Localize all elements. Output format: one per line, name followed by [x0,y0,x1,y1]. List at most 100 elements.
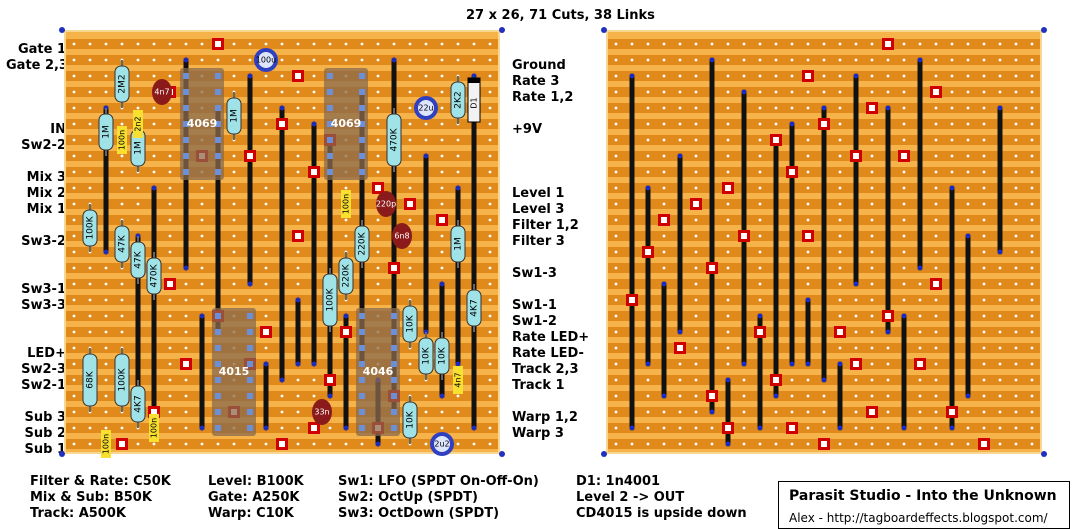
cut-side-hole [758,138,762,142]
cut-side-hole [694,138,698,142]
cut-side-hole [742,74,746,78]
cut-side-hole [998,330,1002,334]
ic-pin [215,409,221,415]
right-label: Sw1-1 [512,298,557,313]
component-side-hole [232,170,236,174]
component-side-hole [88,42,92,46]
component-side-hole [440,234,444,238]
component-side-hole [168,426,172,430]
ic-pin [359,345,365,351]
track-cut-center [629,297,635,303]
cut-side-hole [646,58,650,62]
cut-side-hole [870,58,874,62]
component-side-hole [200,58,204,62]
component-side-hole [168,314,172,318]
component-side-hole [312,106,316,110]
component-side-hole [88,138,92,142]
track-cut-center [869,409,875,415]
cut-side-hole [806,154,810,158]
cut-side-hole [982,378,986,382]
cut-side-hole [726,234,730,238]
cut-side-hole [934,314,938,318]
cut-side-hole [934,266,938,270]
component-side-hole [72,42,76,46]
ic-label: 4069 [187,117,218,130]
component-side-hole [264,138,268,142]
cut-side-hole [918,346,922,350]
cut-side-hole [854,442,858,446]
cut-side-hole [614,346,618,350]
component-side-hole [200,298,204,302]
cut-side-hole [870,282,874,286]
link-end-dot [629,425,635,431]
cut-side-hole [982,394,986,398]
resistor-body [450,225,466,263]
component-side-hole [424,58,428,62]
cut-side-hole [870,122,874,126]
component-side-hole [104,410,108,414]
component-side-hole [408,106,412,110]
cut-side-hole [1030,106,1034,110]
cut-side-hole [998,394,1002,398]
cut-side-hole [1014,186,1018,190]
cut-side-hole [758,106,762,110]
component-side-hole [488,234,492,238]
cut-side-hole [726,298,730,302]
cut-side-hole [998,314,1002,318]
component-side-hole [408,170,412,174]
component-side-hole [296,186,300,190]
cut-side-hole [886,58,890,62]
component-side-hole [232,154,236,158]
ic-pin [327,73,333,79]
left-label: Sub 1 [24,442,67,457]
resistor-body [450,81,466,119]
track-cut-center [151,409,157,415]
component-side-hole [376,170,380,174]
pot-note: Filter & Rate: C50K [30,474,171,489]
component-side-hole [104,426,108,430]
component-side-hole [72,234,76,238]
cut-side-hole [854,330,858,334]
link-end-dot [645,361,651,367]
ic-chip [212,308,256,436]
ic-pin [391,425,397,431]
cut-side-hole [1030,346,1034,350]
track-cut-center [311,425,317,431]
cut-side-hole [646,90,650,94]
component-side-hole [120,298,124,302]
cut-side-hole [982,266,986,270]
component-side-hole [168,154,172,158]
cut-side-hole [662,42,666,46]
ic-pin [183,153,189,159]
cut-side-hole [662,186,666,190]
resistor-body [130,385,146,423]
component-side-hole [488,122,492,126]
component-side-hole [376,234,380,238]
cut-side-corner-dot [1041,451,1047,457]
cut-side-hole [934,202,938,206]
component-side-hole [200,442,204,446]
cut-side-hole [1030,394,1034,398]
ic-pin [391,345,397,351]
cut-side-hole [1014,90,1018,94]
resistor-body [130,241,146,279]
cut-side-hole [678,378,682,382]
cut-side-hole [758,42,762,46]
ic-pin [215,345,221,351]
cut-side-hole [614,250,618,254]
cut-side-hole [1030,410,1034,414]
component-side-hole [264,154,268,158]
cut-side-hole [646,170,650,174]
cut-side-hole [614,58,618,62]
component-side-hole [472,42,476,46]
track-cut-center [885,313,891,319]
cut-side-hole [790,378,794,382]
component-side-hole [312,378,316,382]
left-label: IN [50,122,66,137]
cut-side-hole [694,298,698,302]
capacitor-label: 100n [102,434,111,454]
component-side-hole [232,266,236,270]
component-side-hole [296,250,300,254]
cut-side-hole [998,58,1002,62]
component-side-hole [440,42,444,46]
